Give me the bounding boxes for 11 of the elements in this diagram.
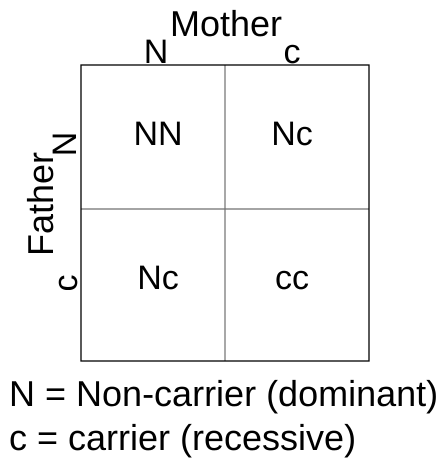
key-note: c = carrier (recessive) (9, 420, 356, 456)
genotype-label: Nc (137, 261, 179, 295)
key-note: N = Non-carrier (dominant) (9, 376, 438, 412)
parent-label: Mother (170, 6, 282, 42)
genotype-label: cc (275, 261, 309, 295)
genotype-label: Nc (271, 117, 313, 151)
allele-label: c (284, 35, 300, 69)
allele-label: N (48, 132, 82, 156)
allele-label: N (144, 35, 168, 69)
allele-label: c (49, 274, 83, 292)
genotype-label: NN (133, 117, 183, 151)
